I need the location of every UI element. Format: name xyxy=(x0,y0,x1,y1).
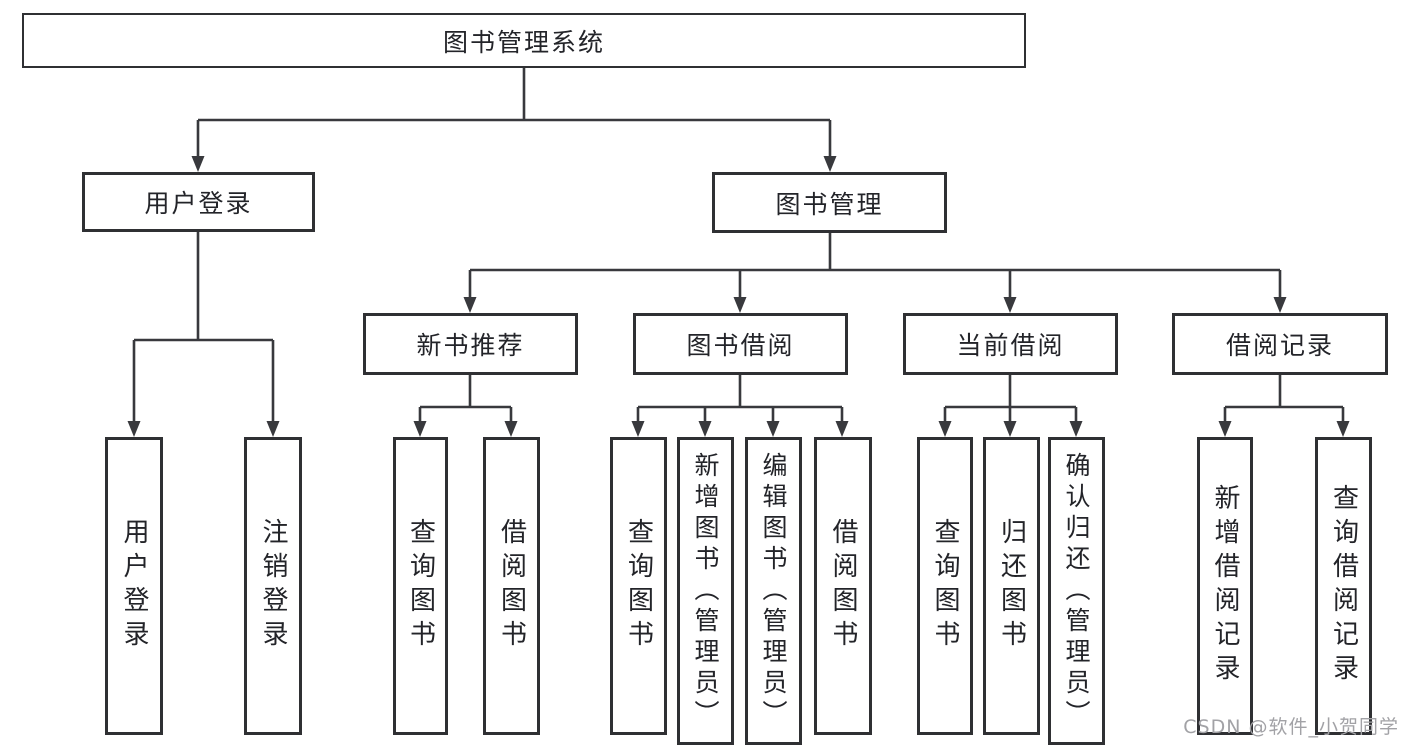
node-root-label: 图书管理系统 xyxy=(442,27,605,57)
connector-root-to-branches xyxy=(196,68,832,158)
leaf-confirm-return-admin: 确认归还（管理员） xyxy=(1048,437,1105,745)
leaf-return-books: 归还图书 xyxy=(983,437,1040,735)
leaf-user-login-label: 用户登录 xyxy=(119,518,149,654)
node-new-book-recommend: 新书推荐 xyxy=(363,313,578,375)
connector-borrow-to-leaves xyxy=(636,375,844,423)
leaf-add-books-admin: 新增图书（管理员） xyxy=(677,437,734,745)
leaf-confirm-return-admin-label: 确认归还（管理员） xyxy=(1062,451,1091,731)
connector-newbook-to-leaves xyxy=(418,375,513,423)
node-root: 图书管理系统 xyxy=(22,13,1026,68)
leaf-edit-books-admin-label: 编辑图书（管理员） xyxy=(759,451,788,731)
leaf-query-books-current-label: 查询图书 xyxy=(930,518,960,654)
connector-current-to-leaves xyxy=(943,375,1078,423)
leaf-query-books-recommend: 查询图书 xyxy=(393,437,448,735)
leaf-add-books-admin-label: 新增图书（管理员） xyxy=(691,451,720,731)
leaf-query-borrow-record-label: 查询借阅记录 xyxy=(1328,484,1359,688)
node-current-borrow: 当前借阅 xyxy=(903,313,1118,375)
node-user-login-label: 用户登录 xyxy=(144,189,253,218)
node-book-borrow-label: 图书借阅 xyxy=(686,331,795,360)
leaf-borrow-books-label: 借阅图书 xyxy=(828,518,858,654)
node-current-borrow-label: 当前借阅 xyxy=(956,331,1065,360)
leaf-query-borrow-record: 查询借阅记录 xyxy=(1315,437,1372,735)
node-user-login: 用户登录 xyxy=(82,172,315,232)
node-borrow-record: 借阅记录 xyxy=(1172,313,1388,375)
leaf-query-books-borrow: 查询图书 xyxy=(610,437,667,735)
leaf-borrow-books-recommend-label: 借阅图书 xyxy=(496,518,527,654)
leaf-query-books-current: 查询图书 xyxy=(917,437,973,735)
leaf-query-books-recommend-label: 查询图书 xyxy=(405,518,436,654)
connector-record-to-leaves xyxy=(1223,375,1345,423)
node-book-borrow: 图书借阅 xyxy=(633,313,848,375)
leaf-user-login: 用户登录 xyxy=(105,437,163,735)
node-book-management-label: 图书管理 xyxy=(775,189,884,219)
leaf-add-borrow-record-label: 新增借阅记录 xyxy=(1210,484,1240,688)
connector-bookmgmt-to-groups xyxy=(468,233,1282,299)
leaf-borrow-books-recommend: 借阅图书 xyxy=(483,437,540,735)
node-book-management: 图书管理 xyxy=(712,172,947,233)
node-borrow-record-label: 借阅记录 xyxy=(1225,331,1334,360)
leaf-add-borrow-record: 新增借阅记录 xyxy=(1197,437,1253,735)
leaf-edit-books-admin: 编辑图书（管理员） xyxy=(745,437,802,745)
leaf-query-books-borrow-label: 查询图书 xyxy=(623,518,654,654)
csdn-watermark: CSDN @软件_小贺同学 xyxy=(1183,716,1399,738)
leaf-logout: 注销登录 xyxy=(244,437,302,735)
connector-userlogin-to-leaves xyxy=(132,232,275,423)
leaf-return-books-label: 归还图书 xyxy=(996,518,1027,654)
node-new-book-recommend-label: 新书推荐 xyxy=(416,331,525,360)
leaf-logout-label: 注销登录 xyxy=(258,518,288,654)
leaf-borrow-books: 借阅图书 xyxy=(814,437,872,735)
arrowheads xyxy=(127,156,1350,437)
